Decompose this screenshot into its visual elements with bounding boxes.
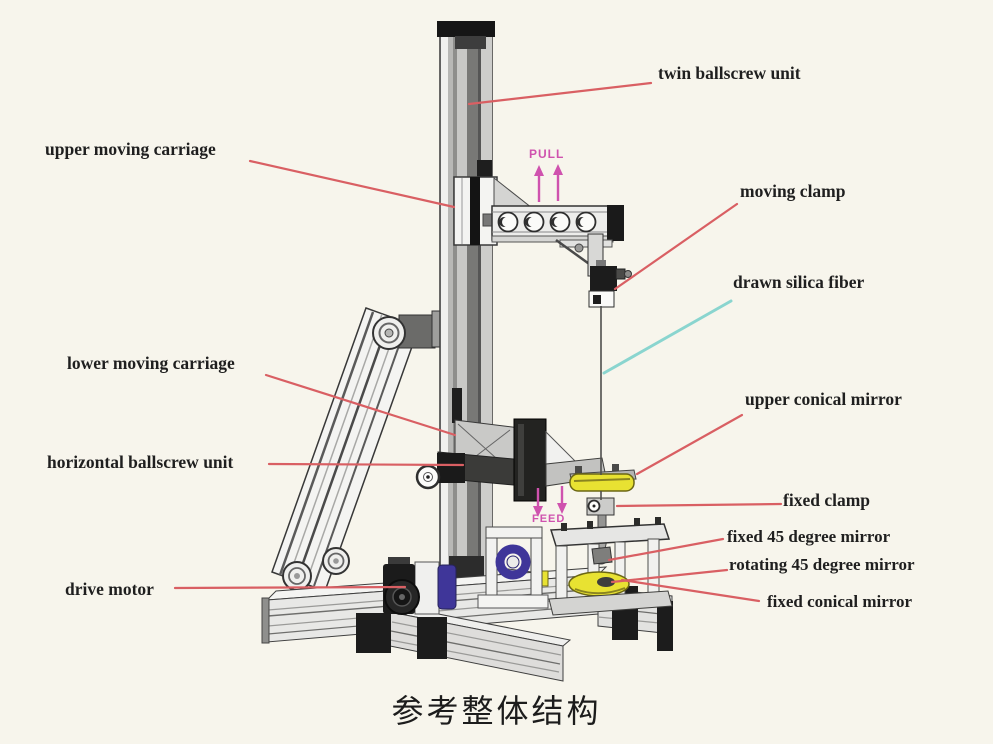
column-top-cap [437, 21, 495, 37]
label-upper-moving-carriage: upper moving carriage [45, 139, 216, 159]
base-foot [417, 617, 447, 659]
arm-end-cap [607, 205, 624, 241]
base-foot [356, 613, 391, 653]
label-fixed-conical-mirror: fixed conical mirror [767, 592, 913, 611]
annotation-feed: FEED [532, 513, 566, 525]
upper-moving-carriage [453, 176, 498, 246]
ballscrew-end-pulley [415, 464, 441, 490]
leader-upper-moving-carriage [248, 159, 456, 209]
label-fixed-45-degree-mirror: fixed 45 degree mirror [727, 527, 891, 546]
leader-fixed-clamp [615, 502, 783, 508]
leader-horizontal-ballscrew-unit [267, 462, 465, 467]
leader-fixed-45-degree-mirror [607, 537, 725, 562]
fixed-45-degree-mirror [591, 546, 613, 565]
belt-drive-arm [271, 307, 459, 592]
cantilever-arm [491, 176, 624, 248]
upper-conical-mirror [569, 464, 637, 492]
label-drawn-silica-fiber: drawn silica fiber [733, 272, 865, 292]
horizontal-ballscrew-unit [415, 418, 607, 502]
leader-moving-clamp [613, 202, 739, 291]
leader-fixed-conical-mirror [620, 578, 761, 603]
leader-upper-conical-mirror [635, 413, 744, 476]
leader-drive-motor [173, 585, 407, 590]
ring-motor [495, 544, 531, 580]
top-pulley [372, 316, 406, 350]
mirror-table [548, 517, 673, 616]
rotating-45-and-fixed-conical-mirror [568, 571, 630, 597]
label-twin-ballscrew-unit: twin ballscrew unit [658, 63, 801, 83]
bottom-pulleys [282, 547, 350, 591]
label-lower-moving-carriage: lower moving carriage [67, 353, 235, 373]
label-drive-motor: drive motor [65, 579, 154, 599]
annotation-pull: PULL [529, 147, 565, 161]
leader-twin-ballscrew-unit [467, 81, 653, 106]
drive-motor [383, 557, 457, 615]
pull-arrows [534, 164, 563, 202]
feed-arrows [533, 486, 567, 517]
label-upper-conical-mirror: upper conical mirror [745, 389, 902, 409]
figure-caption: 参考整体结构 [391, 693, 602, 729]
label-fixed-clamp: fixed clamp [783, 490, 871, 510]
leader-lines [173, 81, 783, 603]
leader-lower-moving-carriage [264, 373, 457, 437]
label-rotating-45-degree-mirror: rotating 45 degree mirror [729, 555, 915, 574]
label-moving-clamp: moving clamp [740, 181, 846, 201]
label-horizontal-ballscrew-unit: horizontal ballscrew unit [47, 452, 234, 472]
twin-ballscrew-column [437, 21, 495, 606]
base-foot [657, 601, 673, 651]
moving-clamp [555, 233, 632, 308]
arm-holes [497, 211, 597, 233]
leader-rotating-45-degree-mirror [610, 568, 729, 584]
leader-drawn-silica-fiber [602, 299, 733, 375]
center-gantry [477, 526, 549, 609]
